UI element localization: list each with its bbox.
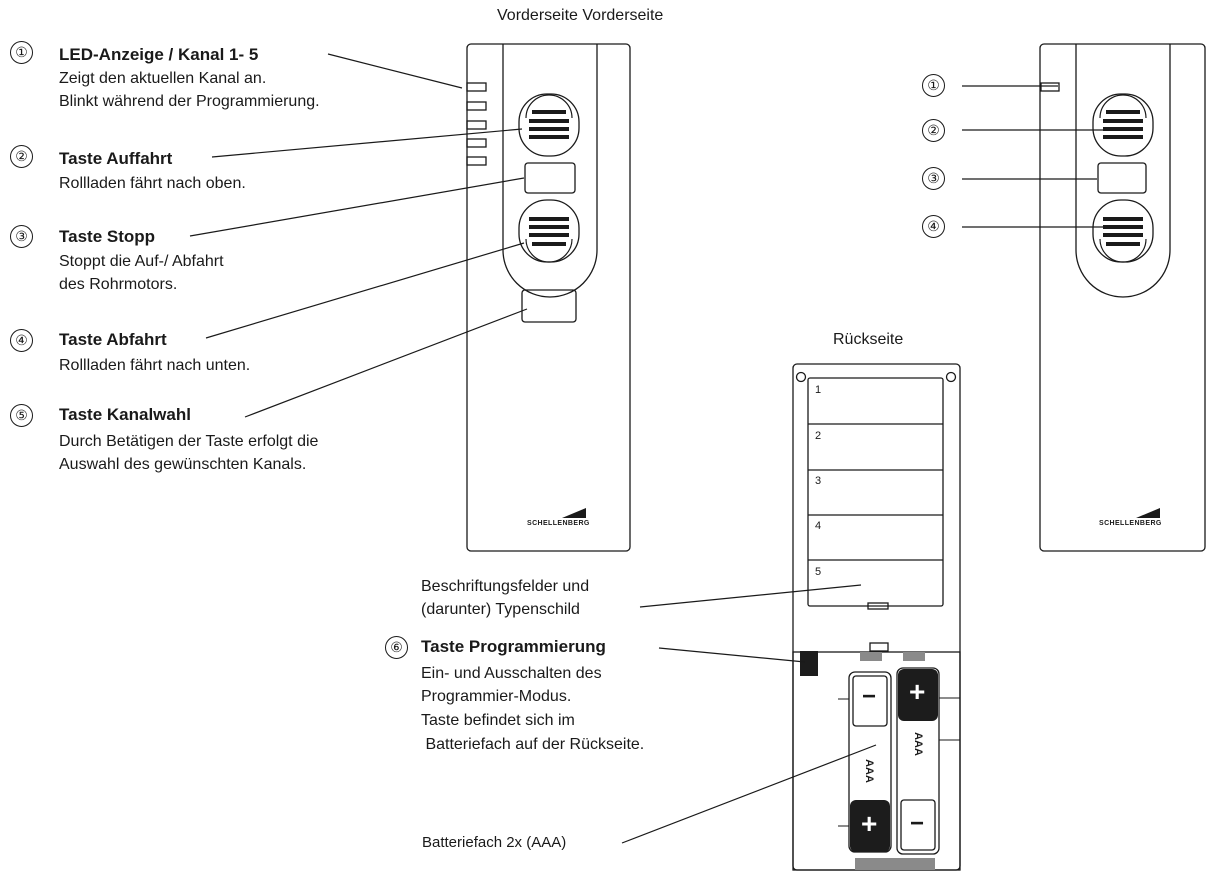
callout-desc-programming-2: Programmier-Modus. — [421, 688, 572, 705]
label-slot-2: 2 — [815, 430, 822, 442]
right-callout-1: ① — [922, 74, 945, 97]
label-slot-4: 4 — [815, 520, 822, 532]
callout-title-up: Taste Auffahrt — [59, 149, 173, 168]
battery-compartment-label: Batteriefach 2x (AAA) — [422, 834, 567, 851]
front-remote — [466, 43, 631, 552]
callout-desc-programming-3: Taste befindet sich im — [421, 712, 575, 729]
brand-text-front: SCHELLENBERG — [527, 520, 590, 527]
brand-text-right: SCHELLENBERG — [1099, 520, 1162, 527]
battery-left-type: AAA — [863, 759, 875, 783]
callout-desc-programming-1: Ein- und Ausschalten des — [421, 665, 602, 682]
callout-desc-stop-2: des Rohrmotors. — [59, 276, 178, 293]
up-button-right[interactable] — [1092, 93, 1154, 157]
right-callout-4: ④ — [922, 215, 945, 238]
callout-desc-stop-1: Stoppt die Auf-/ Abfahrt — [59, 253, 224, 270]
callout-number-2: ② — [10, 145, 33, 168]
down-button-right[interactable] — [1092, 199, 1154, 263]
callout-title-programming: Taste Programmierung — [421, 637, 606, 656]
callout-desc-led-1: Zeigt den aktuellen Kanal an. — [59, 70, 267, 87]
callout-number-6: ⑥ — [385, 636, 408, 659]
callout-title-led: LED-Anzeige / Kanal 1- 5 — [59, 45, 259, 64]
callout-desc-channel-2: Auswahl des gewünschten Kanals. — [59, 456, 307, 473]
callout-number-3: ③ — [10, 225, 33, 248]
led-indicators — [466, 82, 487, 166]
back-remote — [792, 363, 961, 871]
down-button-front[interactable] — [518, 199, 580, 263]
callout-number-5: ⑤ — [10, 404, 33, 427]
callout-desc-up: Rollladen fährt nach oben. — [59, 175, 246, 192]
callout-number-4: ④ — [10, 329, 33, 352]
stop-button-front[interactable] — [524, 162, 576, 194]
back-title: Rückseite — [833, 331, 904, 348]
callout-desc-down: Rollladen fährt nach unten. — [59, 357, 251, 374]
battery-right-plus: + — [909, 676, 926, 707]
label-fields-text-1: Beschriftungsfelder und — [421, 578, 590, 595]
callout-desc-channel-1: Durch Betätigen der Taste erfolgt die — [59, 433, 319, 450]
label-slot-3: 3 — [815, 475, 822, 487]
battery-left-minus: − — [862, 683, 877, 710]
battery-right — [896, 667, 960, 855]
battery-right-type: AAA — [912, 732, 924, 756]
label-slot-5: 5 — [815, 566, 822, 578]
callout-number-1: ① — [10, 41, 33, 64]
battery-left — [838, 671, 892, 853]
front-title: Vorderseite Vorderseite — [497, 7, 664, 24]
callout-desc-led-2: Blinkt während der Programmierung. — [59, 93, 320, 110]
leader-lines — [189, 53, 1110, 844]
callout-title-stop: Taste Stopp — [59, 227, 156, 246]
right-callout-3: ③ — [922, 167, 945, 190]
stop-button-right[interactable] — [1097, 162, 1147, 194]
battery-left-plus: + — [861, 808, 878, 839]
label-slot-1: 1 — [815, 384, 822, 396]
up-button-front[interactable] — [518, 93, 580, 157]
callout-desc-programming-4: Batteriefach auf der Rückseite. — [421, 736, 645, 753]
callout-title-channel: Taste Kanalwahl — [59, 405, 191, 424]
label-fields — [807, 377, 944, 610]
channel-button-front[interactable] — [521, 289, 577, 323]
right-callout-2: ② — [922, 119, 945, 142]
brand-logo-roof-front — [562, 508, 586, 518]
programming-button[interactable] — [800, 651, 818, 676]
battery-right-minus: − — [910, 810, 925, 837]
label-fields-text-2: (darunter) Typenschild — [421, 601, 580, 618]
front-remote-right — [1039, 43, 1206, 552]
callout-title-down: Taste Abfahrt — [59, 330, 167, 349]
brand-logo-roof-right — [1136, 508, 1160, 518]
